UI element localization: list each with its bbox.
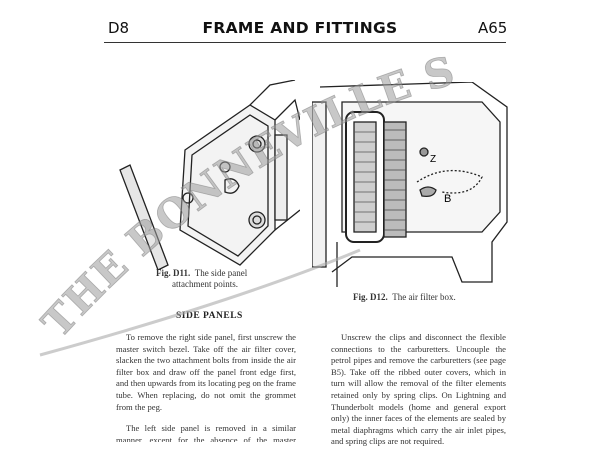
figure-d12-caption: Fig. D12. The air filter box. (353, 292, 513, 303)
section-heading: SIDE PANELS (176, 311, 243, 321)
paragraph: To remove the right side panel, first un… (116, 332, 296, 412)
callout-z: Z (430, 154, 436, 165)
watermark-text: THE BONNEVILLE SHOP (0, 0, 459, 347)
page-code: A65 (478, 19, 508, 37)
figure-d11-caption-line1: The side panel (194, 268, 248, 278)
figure-d11-caption: Fig. D11. The side panel attachment poin… (156, 268, 296, 290)
air-filter-box-illustration: Z B (312, 82, 508, 287)
left-column-text: To remove the right side panel, first un… (116, 332, 296, 442)
figure-d11-caption-line2: attachment points. (172, 279, 238, 289)
right-column-text: Unscrew the clips and disconnect the fle… (331, 332, 506, 458)
page-title: FRAME AND FITTINGS (202, 19, 398, 37)
paragraph: Unscrew the clips and disconnect the fle… (331, 332, 506, 447)
svg-text:THE BONNEVILLE SHOP: THE BONNEVILLE SHOP (0, 0, 459, 347)
figure-d11-label: Fig. D11. (156, 268, 191, 278)
header-rule (104, 42, 506, 43)
callout-b: B (444, 193, 451, 205)
paragraph: The left side panel is removed in a simi… (116, 423, 296, 442)
figure-d12-caption-text: The air filter box. (392, 292, 456, 302)
side-panel-illustration (119, 80, 300, 270)
figure-d12-label: Fig. D12. (353, 292, 388, 302)
section-number: D8 (108, 19, 130, 37)
